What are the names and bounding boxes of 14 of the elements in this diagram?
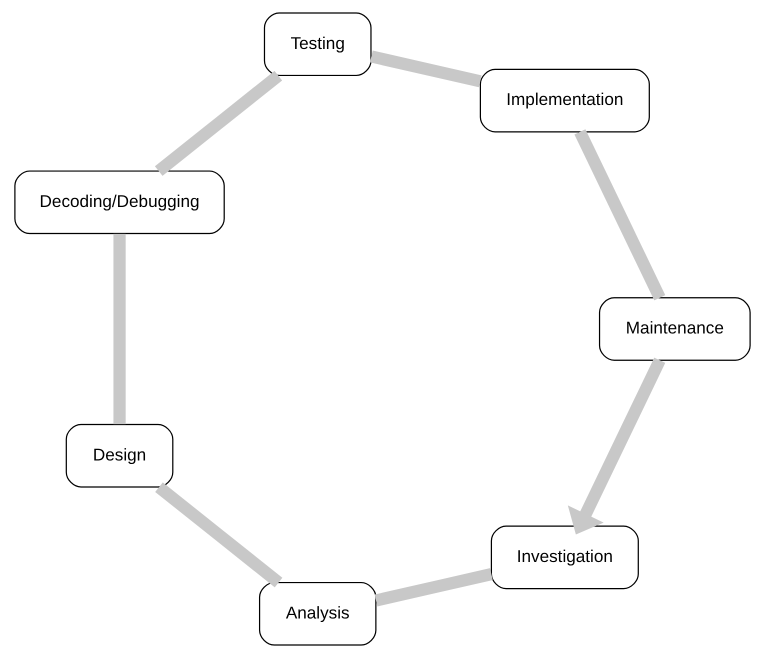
node-box: Decoding/Debugging <box>14 170 225 234</box>
node-box: Testing <box>264 12 372 76</box>
node-box: Maintenance <box>598 297 751 361</box>
connector <box>155 482 282 588</box>
connector <box>154 70 282 176</box>
connector <box>370 50 482 88</box>
node-box: Analysis <box>258 582 376 646</box>
arrow <box>568 358 666 534</box>
connector <box>374 568 493 606</box>
node-box: Investigation <box>490 526 639 590</box>
node-box: Implementation <box>480 68 650 132</box>
connector <box>574 129 666 300</box>
connector <box>113 234 126 424</box>
node-box: Design <box>66 424 174 488</box>
